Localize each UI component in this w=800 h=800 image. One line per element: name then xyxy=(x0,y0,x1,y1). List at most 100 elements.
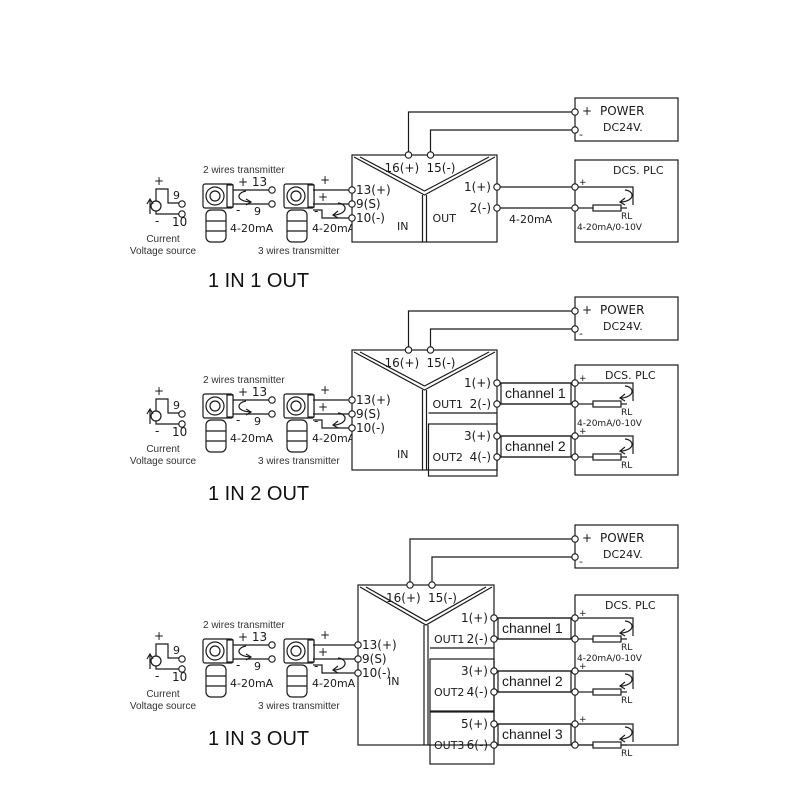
output-plus-label: 3(+) xyxy=(461,664,488,678)
output-plus-label: 1(+) xyxy=(464,180,491,194)
arrow-curve xyxy=(620,726,633,740)
terminal xyxy=(571,535,579,543)
terminal xyxy=(493,400,501,408)
terminal xyxy=(490,720,498,728)
transmitter-body xyxy=(286,419,308,453)
output-section-box xyxy=(429,711,495,765)
terminal xyxy=(490,741,498,749)
power-voltage: DC24V. xyxy=(603,121,643,134)
transmitter-dial-inner xyxy=(290,190,302,202)
two-wire-minus-label: - xyxy=(236,413,240,427)
terminal xyxy=(268,641,276,649)
two-wire-pin: 9 xyxy=(254,205,261,218)
wire xyxy=(313,664,355,674)
terminal xyxy=(571,553,579,561)
transmitter-dial xyxy=(205,186,225,206)
module-box xyxy=(357,584,495,746)
channel-label: channel 1 xyxy=(505,385,566,401)
arrow-head xyxy=(245,198,253,206)
transmitter-dial-inner xyxy=(209,400,221,412)
terminal xyxy=(348,424,356,432)
terminal xyxy=(571,325,579,333)
wire xyxy=(578,617,634,636)
wire xyxy=(429,129,572,152)
power-box xyxy=(574,524,679,569)
output-label: OUT xyxy=(433,212,457,225)
three-wire-title: 3 wires transmitter xyxy=(258,701,340,712)
wire xyxy=(578,382,634,401)
module-power-minus-label: 15(-) xyxy=(428,591,457,605)
current-arrow-icon xyxy=(618,438,633,455)
terminal xyxy=(406,581,414,589)
three-wire-plus-top: + xyxy=(320,173,330,187)
module-input-1: 9(S) xyxy=(356,197,381,211)
two-wire-pin: 9 xyxy=(254,415,261,428)
two-wire-minus-label: - xyxy=(236,658,240,672)
arrow-head xyxy=(245,653,253,661)
arrow-curve xyxy=(238,645,251,658)
transmitter-dial xyxy=(286,396,306,416)
terminal xyxy=(404,346,413,354)
arrow-curve xyxy=(620,620,633,634)
load-label: RL xyxy=(621,749,632,759)
arrow-head xyxy=(331,665,339,674)
dcs-range-label: 4-20mA/0-10V xyxy=(577,419,643,429)
current-arrow-icon xyxy=(331,412,346,429)
load-label: RL xyxy=(621,461,632,471)
module-input-2: 10(-) xyxy=(356,421,385,435)
source-pin-10: 10 xyxy=(172,215,187,229)
power-plus-label: + xyxy=(582,531,592,545)
wire xyxy=(313,209,349,219)
two-wire-transmitter: 2 wires transmitter+ 13-94-20mA xyxy=(202,375,285,453)
transmitter-icon xyxy=(202,638,234,698)
load-resistor-icon xyxy=(592,400,622,408)
terminal xyxy=(178,410,186,418)
channel-label: channel 1 xyxy=(502,620,563,636)
terminal xyxy=(426,151,435,159)
terminal xyxy=(348,214,356,222)
arrow-head xyxy=(618,446,626,455)
output-minus-label: 6(-) xyxy=(467,738,488,752)
terminal xyxy=(571,741,579,749)
current-arrow-icon xyxy=(238,190,253,206)
source-arrow-head xyxy=(146,652,154,660)
terminal xyxy=(490,614,498,622)
transmitter-icon xyxy=(202,183,234,243)
terminal xyxy=(354,655,362,663)
load-label: RL xyxy=(621,408,632,418)
dcs-label: DCS. PLC xyxy=(613,164,664,177)
current-arrow-icon xyxy=(618,385,633,402)
load-resistor-icon xyxy=(592,741,622,749)
terminal xyxy=(571,635,579,643)
three-wire-signal: 4-20mA xyxy=(312,677,356,690)
module-v-divider xyxy=(353,156,496,196)
output-plus-label: 1(+) xyxy=(461,611,488,625)
three-wire-transmitter: 3 wires transmitter++-4-20mA xyxy=(258,383,356,467)
output-signal-label: 4-20mA xyxy=(509,213,553,226)
transmitter-terminal-block xyxy=(307,184,315,208)
module-power-plus-label: 16(+) xyxy=(385,356,420,370)
arrow-head xyxy=(618,681,626,690)
three-wire-plus-mid: + xyxy=(318,190,328,204)
wire xyxy=(155,643,182,659)
power-voltage: DC24V. xyxy=(603,320,643,333)
terminal xyxy=(490,667,498,675)
source-caption: Current xyxy=(146,444,180,455)
wire xyxy=(313,419,349,429)
terminal xyxy=(493,453,501,461)
transmitter-terminal-block xyxy=(226,184,234,208)
source-caption: Voltage source xyxy=(130,246,197,257)
terminal xyxy=(348,200,356,208)
current-arrow-icon xyxy=(238,645,253,661)
source-arrow-head xyxy=(146,407,154,415)
terminal xyxy=(571,614,579,622)
transmitter-dial xyxy=(286,186,306,206)
arrow-curve xyxy=(238,190,251,203)
source-pin-9: 9 xyxy=(173,189,180,202)
